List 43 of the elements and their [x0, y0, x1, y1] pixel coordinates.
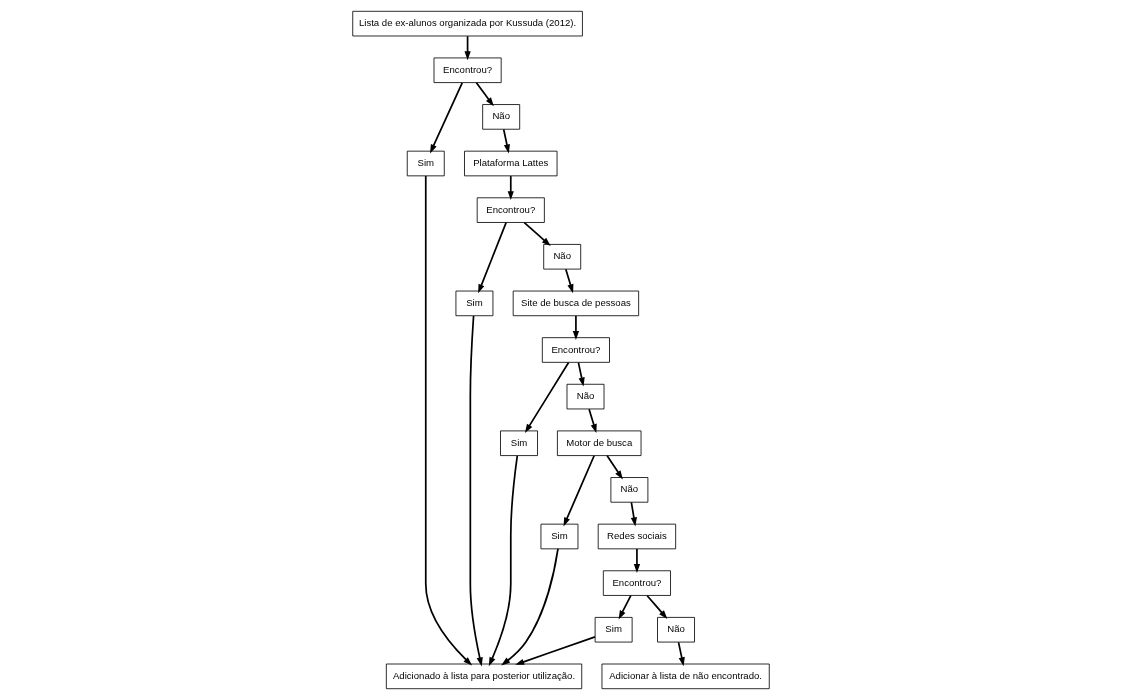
node-box: Encontrou? — [541, 337, 610, 363]
node-box: Adicionado à lista para posterior utilização. — [385, 663, 582, 690]
arrow — [502, 128, 510, 154]
arrow — [605, 454, 623, 480]
arrow — [633, 548, 640, 574]
node-box: Não — [542, 244, 581, 270]
arrow — [424, 175, 472, 666]
arrow — [475, 82, 494, 107]
arrow — [645, 594, 667, 620]
arrow — [618, 594, 632, 620]
node-box: Não — [566, 383, 604, 410]
node-box: Não — [609, 477, 648, 503]
arrow — [630, 501, 637, 527]
node-box: Adicionar à lista de não encontrado. — [601, 663, 770, 690]
arrow — [514, 636, 596, 665]
arrow — [488, 454, 518, 667]
arrow — [524, 361, 569, 433]
arrow — [468, 315, 483, 667]
arrow — [477, 221, 507, 294]
node-box: Sim — [406, 150, 445, 177]
node-box: Não — [656, 617, 695, 643]
arrow — [572, 315, 579, 340]
node-box: Sim — [594, 617, 633, 643]
arrow — [429, 81, 463, 154]
arrow — [500, 548, 559, 666]
node-box: Redes sociais — [597, 523, 676, 550]
node-box: Encontrou? — [476, 197, 545, 223]
arrow — [587, 408, 597, 434]
node-box: Encontrou? — [602, 570, 671, 596]
node-box: Sim — [455, 290, 493, 317]
node-box: Plataforma Lattes — [463, 150, 557, 177]
node-box: Não — [481, 104, 520, 130]
arrow — [507, 175, 514, 201]
arrow — [564, 268, 573, 294]
arrow — [677, 641, 685, 667]
node-box: Site de busca de pessoas — [512, 290, 639, 317]
node-box: Lista de ex-alunos organizada por Kussuda (2012). — [351, 10, 583, 37]
node-box: Sim — [540, 523, 578, 550]
node-box: Encontrou? — [433, 57, 502, 83]
node-box: Sim — [499, 430, 538, 456]
arrow — [563, 454, 595, 527]
node-box: Motor de busca — [556, 430, 641, 456]
arrow — [522, 221, 551, 246]
